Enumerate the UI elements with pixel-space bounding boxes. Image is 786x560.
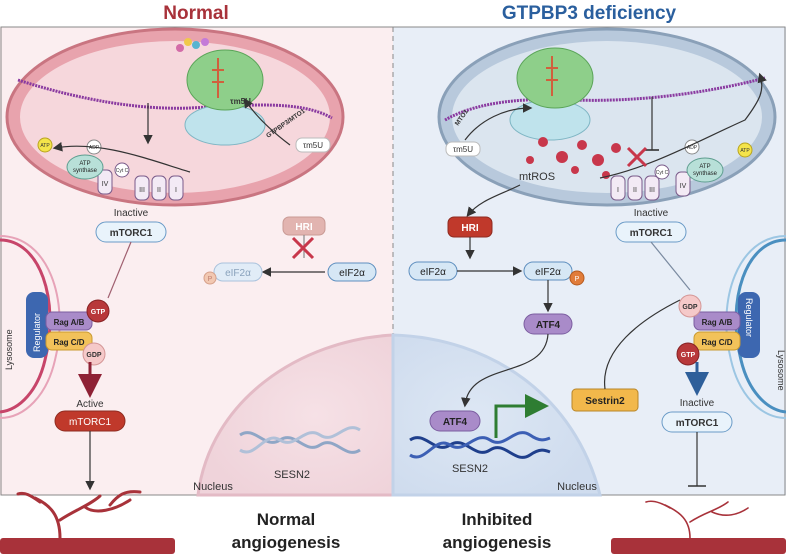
svg-text:P: P xyxy=(575,276,580,283)
svg-text:mTORC1: mTORC1 xyxy=(69,417,111,428)
regulator-left xyxy=(26,292,48,358)
sesn2-label-right: SESN2 xyxy=(452,463,488,475)
svg-text:eIF2α: eIF2α xyxy=(225,268,251,279)
svg-text:mTORC1: mTORC1 xyxy=(630,228,673,239)
inactive-label-right-bottom: Inactive xyxy=(680,398,715,409)
svg-text:τm5U: τm5U xyxy=(453,145,473,154)
svg-text:ATP: ATP xyxy=(40,143,50,149)
svg-text:GTP: GTP xyxy=(681,352,696,359)
svg-text:Regulator: Regulator xyxy=(744,298,754,337)
svg-text:mTORC1: mTORC1 xyxy=(676,418,719,429)
svg-text:Rag A/B: Rag A/B xyxy=(702,318,733,327)
inactive-label-left: Inactive xyxy=(114,208,149,219)
active-label-left: Active xyxy=(76,399,104,410)
svg-text:Cyt C: Cyt C xyxy=(116,168,129,174)
svg-text:GDP: GDP xyxy=(86,352,102,359)
nucleus-label-right: Nucleus xyxy=(557,481,597,493)
svg-text:II: II xyxy=(633,187,637,194)
svg-text:Rag C/D: Rag C/D xyxy=(701,338,732,347)
lysosome-label-left: Lysosome xyxy=(4,329,14,370)
svg-text:III: III xyxy=(139,187,145,194)
svg-text:II: II xyxy=(157,187,161,194)
dna-helix-left xyxy=(239,426,361,454)
svg-text:Sestrin2: Sestrin2 xyxy=(585,396,625,407)
svg-text:Regulator: Regulator xyxy=(32,313,42,352)
svg-text:P: P xyxy=(208,276,213,283)
svg-text:GTP: GTP xyxy=(91,309,106,316)
eif2a-left xyxy=(327,262,377,282)
rag-ab-left xyxy=(45,311,93,331)
eif2a-p-left xyxy=(213,262,263,282)
svg-text:ATF4: ATF4 xyxy=(536,320,561,331)
rag-ab-right xyxy=(693,311,741,331)
svg-text:synthase: synthase xyxy=(693,171,718,177)
svg-text:GDP: GDP xyxy=(682,304,698,311)
outcome-right-line1: Inhibited xyxy=(462,510,533,529)
nucleus-left xyxy=(196,333,395,497)
red-x-mito-right xyxy=(626,146,648,168)
transcription-arrow xyxy=(494,394,549,438)
svg-text:I: I xyxy=(617,187,619,194)
svg-text:IV: IV xyxy=(680,183,687,190)
sesn2-label-left: SESN2 xyxy=(274,469,310,481)
svg-text:Rag A/B: Rag A/B xyxy=(54,318,85,327)
red-x-hri xyxy=(291,236,315,260)
phosphate-right xyxy=(569,270,585,286)
svg-text:I: I xyxy=(175,187,177,194)
svg-text:IV: IV xyxy=(102,181,109,188)
outcome-left-line1: Normal xyxy=(257,510,316,529)
svg-text:ATP: ATP xyxy=(699,164,710,170)
svg-text:τm5U: τm5U xyxy=(303,141,323,150)
regulator-right xyxy=(738,292,760,358)
svg-text:eIF2α: eIF2α xyxy=(535,267,561,278)
svg-text:τm5U: τm5U xyxy=(230,97,251,106)
svg-text:synthase: synthase xyxy=(73,168,98,174)
svg-text:ATP: ATP xyxy=(740,148,750,154)
lysosome-label-right: Lysosome xyxy=(776,350,786,391)
gdp-right xyxy=(678,294,702,318)
svg-text:eIF2α: eIF2α xyxy=(339,268,365,279)
mitochondrion-right: mtROS I II III IV Cyt C ATP synthase ADP… xyxy=(437,27,777,217)
title-normal: Normal xyxy=(163,3,228,24)
svg-text:mTORC1: mTORC1 xyxy=(110,228,153,239)
svg-text:ATF4: ATF4 xyxy=(443,417,468,428)
svg-text:ADP: ADP xyxy=(687,145,698,151)
svg-text:Rag C/D: Rag C/D xyxy=(53,338,84,347)
svg-text:ADP: ADP xyxy=(89,145,100,151)
phosphate-left xyxy=(203,271,217,285)
gtp-left xyxy=(86,299,110,323)
svg-text:mtROS: mtROS xyxy=(519,171,555,183)
inactive-label-right-top: Inactive xyxy=(634,208,669,219)
outcome-left-line2: angiogenesis xyxy=(232,533,341,552)
gtp-right xyxy=(676,342,700,366)
rag-cd-right xyxy=(693,331,741,351)
svg-text:eIF2α: eIF2α xyxy=(420,267,446,278)
mtros-particles xyxy=(526,137,621,179)
blood-vessel-right xyxy=(611,500,786,554)
atf4-right-dna xyxy=(429,410,481,432)
blood-vessel-left xyxy=(0,490,175,554)
mitochondrion-left: IV III II I Cyt C ATP synthase ATP ADP τ… xyxy=(5,27,345,207)
svg-text:ATP: ATP xyxy=(79,161,90,167)
svg-text:HRI: HRI xyxy=(461,223,478,234)
outcome-right-line2: angiogenesis xyxy=(443,533,552,552)
svg-text:Cyt C: Cyt C xyxy=(656,170,669,176)
gdp-left xyxy=(82,342,106,366)
rag-cd-left xyxy=(45,331,93,351)
title-gtpbp3-deficiency: GTPBP3 deficiency xyxy=(502,3,677,24)
svg-text:III: III xyxy=(649,187,655,194)
dna-helix-right xyxy=(409,431,551,459)
svg-text:HRI: HRI xyxy=(295,222,312,233)
nucleus-label-left: Nucleus xyxy=(193,481,233,493)
